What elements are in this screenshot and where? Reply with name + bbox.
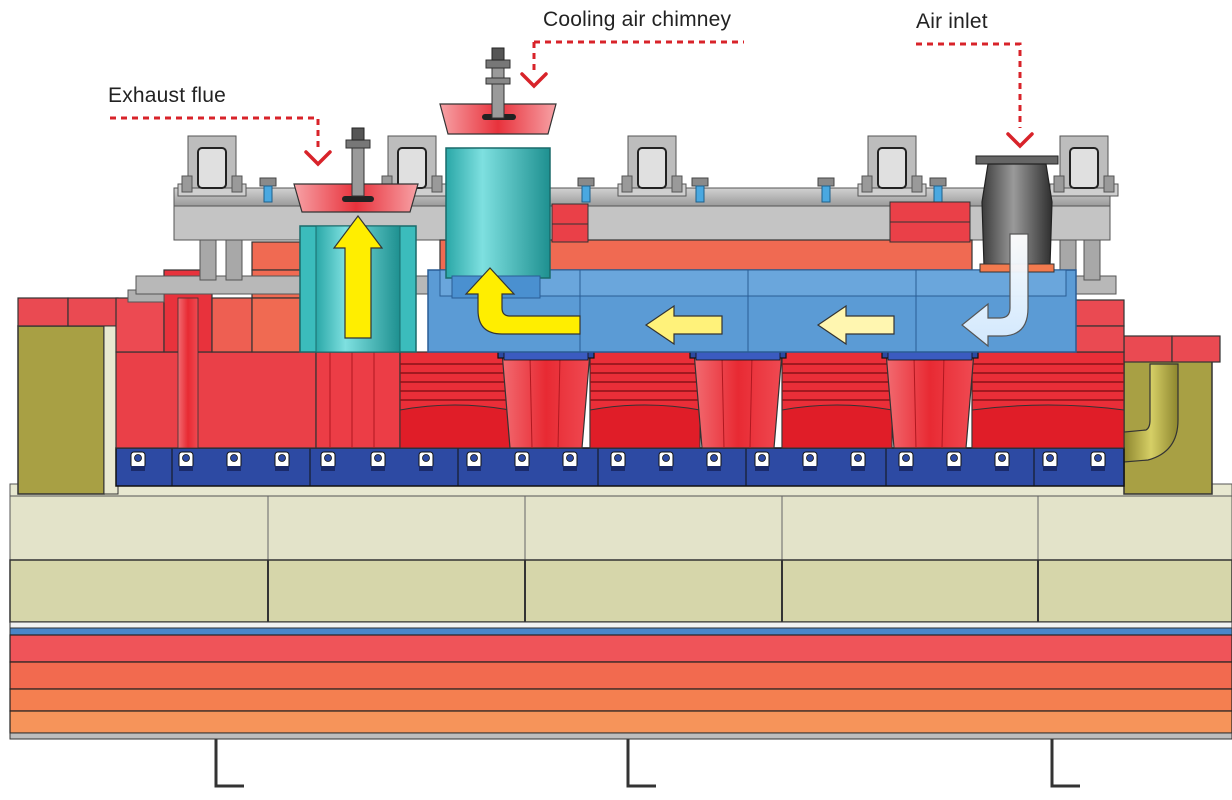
flue-wall (589, 351, 701, 449)
cooling-air-chimney-label: Cooling air chimney (543, 8, 732, 31)
anchor-bolt (610, 451, 626, 471)
bottom-layer-1 (9, 634, 1232, 663)
insulation-layer (9, 627, 1232, 636)
anchor-bolt (466, 451, 482, 471)
chimney-body (445, 147, 551, 279)
inlet-flow-arrow (961, 233, 1029, 348)
support-leg (626, 739, 656, 788)
exhaust-flow-arrow (332, 215, 384, 339)
exhaust-flue-label: Exhaust flue (108, 84, 226, 107)
burner-brackets (177, 135, 1119, 197)
anchor-bolt (178, 451, 194, 471)
anchor-bolt (130, 451, 146, 471)
foundation-upper-course (9, 495, 1232, 561)
firing-pit (689, 343, 787, 449)
chamber-flow-arrow-1 (644, 304, 723, 346)
firing-pit (881, 343, 979, 449)
anchor-bolt (514, 451, 530, 471)
anchor-bolt (706, 451, 722, 471)
anchor-bolt (320, 451, 336, 471)
left-sidewall (17, 297, 119, 495)
girder-bolt (691, 177, 709, 203)
burner-bracket (617, 135, 687, 197)
exhaust-flue-leader (110, 116, 320, 152)
anchor-bolt (226, 451, 242, 471)
callout-arrowheads (304, 72, 1034, 167)
blue-base-row (115, 447, 1125, 487)
refractory-body (115, 241, 1125, 449)
chimney-arrowhead (520, 72, 548, 89)
air-inlet-label: Air inlet (916, 10, 988, 33)
anchor-bolt (754, 451, 770, 471)
cooling-air-chimney (439, 47, 557, 299)
flue-wall (971, 351, 1125, 449)
steel-base-plate (9, 732, 1232, 740)
support-leg (214, 739, 244, 788)
bottom-layer-2 (9, 661, 1232, 690)
anchor-bolt (274, 451, 290, 471)
anchor-bolt (370, 451, 386, 471)
anchor-bolt (994, 451, 1010, 471)
bottom-layer-3 (9, 688, 1232, 712)
anchor-bolts (130, 451, 1106, 471)
anchor-bolt (898, 451, 914, 471)
blue-bolts (259, 177, 947, 203)
burner-bracket (857, 135, 927, 197)
callout-leaders (110, 40, 1022, 152)
right-sidewall (1123, 335, 1221, 495)
burner-bracket (1049, 135, 1119, 197)
anchor-bolt (562, 451, 578, 471)
chamber-flow-arrow-2 (816, 304, 895, 346)
chimney-flow-arrow (464, 267, 581, 335)
air-inlet-leader (916, 42, 1022, 128)
foundation (9, 483, 1232, 788)
exhaust-flue-arrowhead (304, 150, 332, 167)
foundation-lower-course (9, 559, 1232, 623)
firing-pit (497, 343, 595, 449)
air-inlet-arrowhead (1006, 132, 1034, 149)
left-olive-wall (17, 325, 105, 495)
anchor-bolt (850, 451, 866, 471)
anchor-bolt (946, 451, 962, 471)
anchor-bolt (1090, 451, 1106, 471)
anchor-bolt (418, 451, 434, 471)
flow-arrows (332, 215, 1029, 348)
bottom-layer-4 (9, 710, 1232, 734)
firing-pits (399, 343, 1125, 449)
flue-wall (781, 351, 893, 449)
anchor-bolt (658, 451, 674, 471)
support-leg (1050, 739, 1080, 788)
girder-bolt (817, 177, 835, 203)
girder-bolt (577, 177, 595, 203)
girder-bolt (259, 177, 277, 203)
flue-wall (399, 351, 511, 449)
anchor-bolt (802, 451, 818, 471)
burner-bracket (177, 135, 247, 197)
anchor-bolt (1042, 451, 1058, 471)
